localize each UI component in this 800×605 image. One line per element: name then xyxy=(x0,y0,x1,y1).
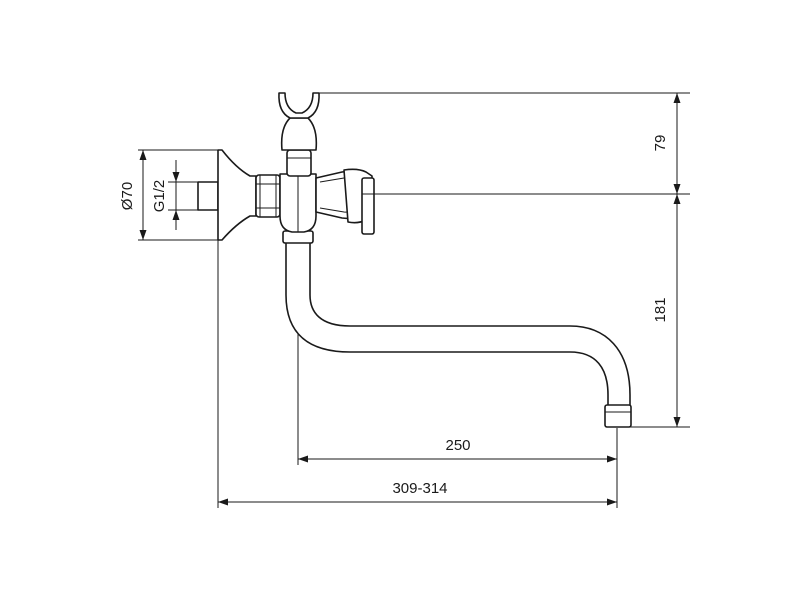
hex-nut xyxy=(255,174,281,218)
spout xyxy=(282,230,631,407)
wall-rosette xyxy=(217,149,257,241)
dimension-79: 79 xyxy=(652,93,681,194)
aerator xyxy=(604,404,632,428)
inlet-thread xyxy=(197,181,219,211)
dimension-250: 250 xyxy=(298,437,617,463)
dimension-181-label: 181 xyxy=(652,297,669,322)
dimension-309-314-label: 309-314 xyxy=(392,480,447,497)
dimension-thread-label: G1/2 xyxy=(151,180,168,213)
dimension-79-label: 79 xyxy=(652,135,669,152)
valve-handle xyxy=(315,168,375,235)
dimension-diameter-70: Ø70 xyxy=(119,150,147,240)
dimension-diameter-70-label: Ø70 xyxy=(119,182,136,210)
dimension-thread: G1/2 xyxy=(151,160,180,230)
shower-holder xyxy=(278,92,320,177)
dimension-181: 181 xyxy=(652,194,681,427)
dimension-250-label: 250 xyxy=(445,437,470,454)
dimension-309-314: 309-314 xyxy=(218,480,617,506)
valve-body xyxy=(279,173,317,233)
